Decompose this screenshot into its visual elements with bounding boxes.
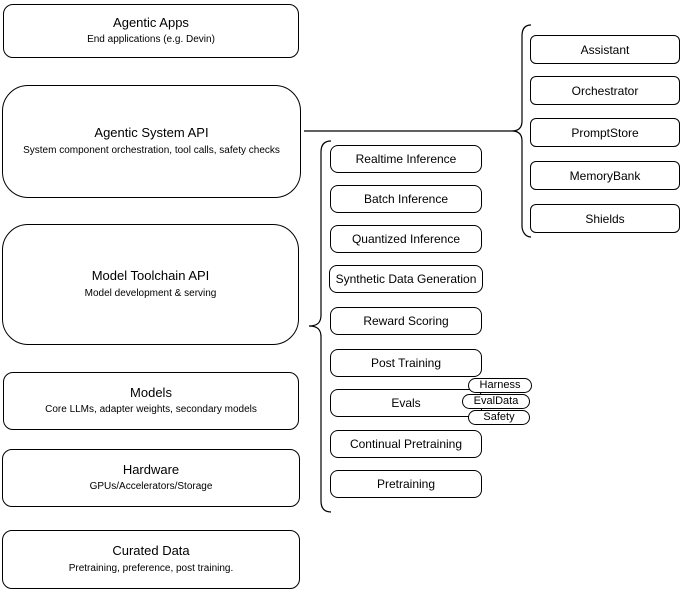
node-subtitle: Pretraining, preference, post training. — [68, 562, 234, 574]
node-subtitle: Core LLMs, adapter weights, secondary mo… — [45, 404, 257, 416]
pill-label: Safety — [483, 411, 515, 423]
node-label: Batch Inference — [363, 192, 449, 206]
node-label: Synthetic Data Generation — [335, 272, 477, 286]
node-model-toolchain-api: Model Toolchain API Model development & … — [2, 224, 299, 345]
node-subtitle: System component orchestration, tool cal… — [23, 144, 280, 156]
pill-safety: Safety — [468, 410, 530, 425]
node-promptstore: PromptStore — [530, 118, 680, 147]
node-post-training: Post Training — [330, 349, 482, 377]
node-agentic-apps: Agentic Apps End applications (e.g. Devi… — [3, 4, 299, 58]
node-title: Agentic Apps — [113, 14, 189, 30]
node-models: Models Core LLMs, adapter weights, secon… — [3, 372, 299, 430]
node-title: Model Toolchain API — [91, 268, 210, 284]
pill-label: EvalData — [473, 395, 519, 407]
node-subtitle: Model development & serving — [84, 287, 217, 299]
node-batch-inference: Batch Inference — [330, 185, 482, 213]
node-evals: Evals — [330, 389, 482, 417]
node-quantized-inference: Quantized Inference — [330, 225, 482, 253]
node-label: Quantized Inference — [351, 232, 461, 246]
node-label: Continual Pretraining — [349, 437, 463, 451]
node-memorybank: MemoryBank — [530, 161, 680, 190]
node-label: Orchestrator — [571, 83, 639, 98]
node-orchestrator: Orchestrator — [530, 76, 680, 105]
node-label: Pretraining — [376, 477, 436, 491]
node-label: PromptStore — [571, 125, 639, 140]
node-synthetic-data-generation: Synthetic Data Generation — [329, 265, 483, 293]
node-agentic-system-api: Agentic System API System component orch… — [2, 85, 301, 198]
node-hardware: Hardware GPUs/Accelerators/Storage — [2, 449, 300, 507]
node-title: Agentic System API — [94, 125, 209, 141]
node-realtime-inference: Realtime Inference — [330, 145, 482, 173]
node-curated-data: Curated Data Pretraining, preference, po… — [2, 530, 300, 589]
node-title: Curated Data — [112, 543, 190, 559]
node-title: Models — [130, 384, 172, 400]
node-reward-scoring: Reward Scoring — [330, 307, 482, 335]
node-label: Evals — [391, 396, 421, 410]
node-label: Post Training — [370, 356, 442, 370]
node-label: MemoryBank — [569, 168, 641, 183]
node-label: Realtime Inference — [355, 152, 457, 166]
node-continual-pretraining: Continual Pretraining — [330, 430, 482, 458]
toolchain-brace — [308, 140, 332, 513]
pill-harness: Harness — [468, 378, 532, 393]
node-label: Reward Scoring — [363, 314, 449, 328]
pill-evaldata: EvalData — [462, 394, 530, 409]
node-subtitle: GPUs/Accelerators/Storage — [89, 481, 213, 493]
components-brace — [511, 24, 532, 238]
node-label: Assistant — [580, 42, 630, 57]
node-subtitle: End applications (e.g. Devin) — [87, 34, 215, 46]
node-pretraining: Pretraining — [330, 470, 482, 498]
pill-label: Harness — [479, 379, 521, 391]
node-assistant: Assistant — [530, 35, 680, 64]
node-shields: Shields — [530, 204, 680, 233]
node-title: Hardware — [122, 461, 180, 477]
node-label: Shields — [585, 211, 625, 226]
